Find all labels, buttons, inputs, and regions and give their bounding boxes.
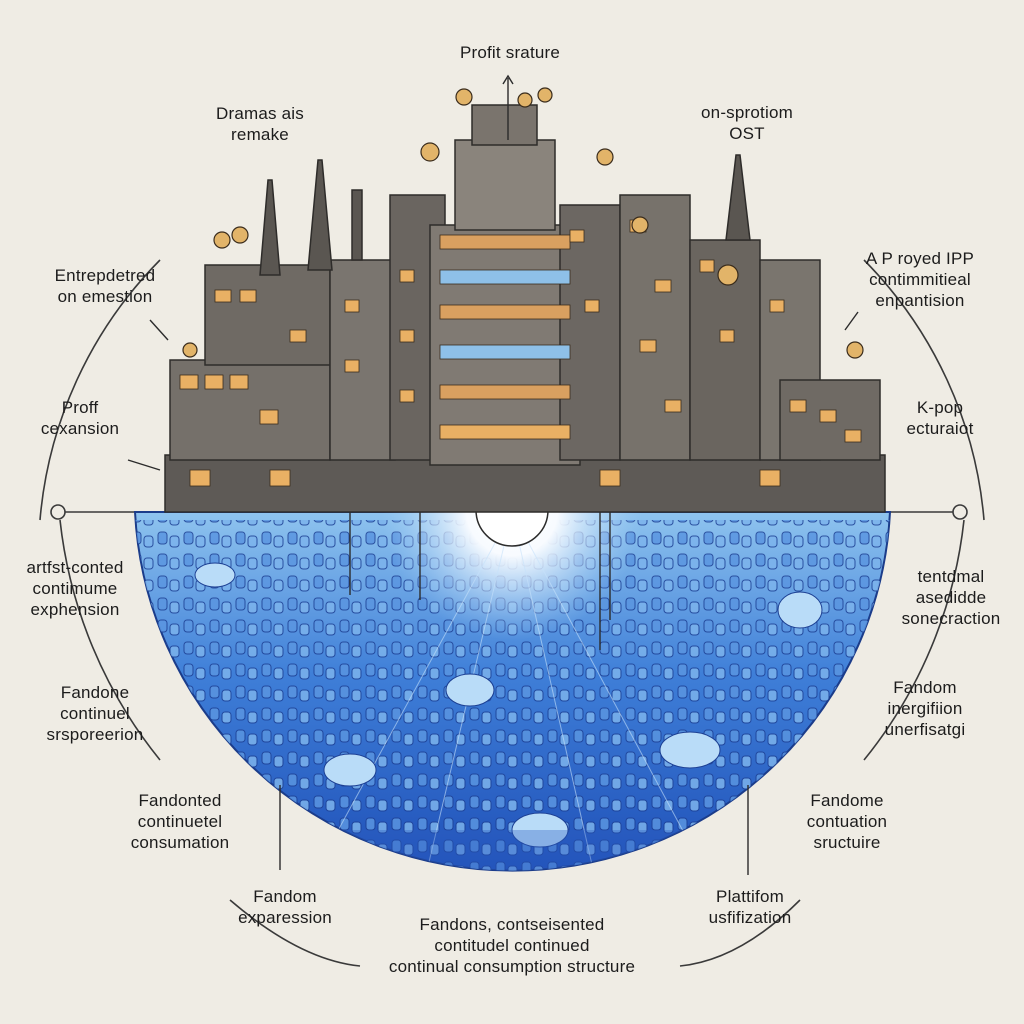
- city-windows: [179, 219, 862, 487]
- left-outer-arc: [39, 259, 161, 521]
- right-endpoint: [952, 504, 968, 520]
- left-endpoint: [50, 504, 66, 520]
- label-profit-structure: Profit srature: [459, 43, 561, 62]
- coin-icons: [182, 87, 864, 359]
- right-outer-arc: [863, 259, 985, 521]
- connector-lines: [127, 74, 859, 875]
